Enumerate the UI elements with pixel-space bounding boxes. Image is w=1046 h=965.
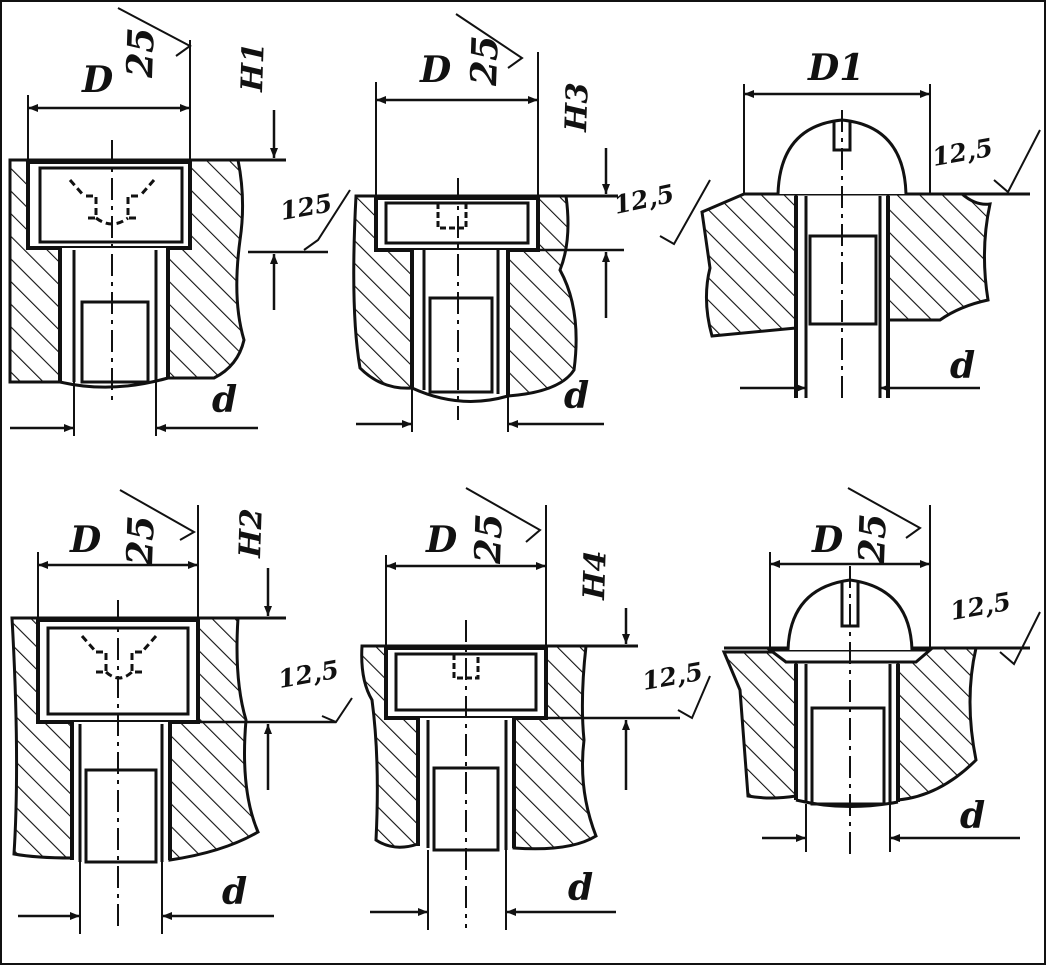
view-2: D 25 H3 12,5 d (352, 13, 711, 432)
bore-label: d (564, 375, 589, 417)
part-section-left (721, 650, 798, 800)
roughness-mark (999, 611, 1041, 666)
part-section-right (886, 192, 992, 322)
roughness-mark (455, 13, 524, 69)
part-section-right (168, 616, 260, 862)
diameter-label: D (811, 519, 843, 561)
part-section-right (506, 194, 578, 398)
roughness-label: 25 (851, 513, 895, 566)
part-section-left (700, 192, 798, 338)
seat-roughness-label: 12,5 (276, 655, 341, 694)
bore-label: d (568, 867, 593, 909)
counterbore (26, 160, 192, 250)
view-5: D 25 H4 12,5 d (360, 487, 711, 930)
seat-roughness-label: 12,5 (930, 133, 995, 172)
seat-roughness-label: 125 (278, 188, 334, 226)
roughness-mark (119, 489, 197, 541)
roughness-mark (847, 487, 922, 539)
roughness-label: 25 (463, 35, 507, 88)
diameter-label: D (69, 519, 101, 561)
roughness-mark (465, 487, 542, 543)
diameter-label: D1 (807, 47, 864, 89)
seat-roughness-label: 12,5 (640, 657, 705, 696)
roughness-label: 25 (119, 515, 163, 568)
seat-roughness-label: 12,5 (611, 179, 677, 220)
bore-label: d (960, 795, 985, 837)
screw-shank (84, 768, 158, 864)
roughness-label: 25 (119, 27, 163, 80)
height-label: H3 (559, 82, 596, 133)
screw-shank (80, 300, 150, 384)
bore-label: d (222, 871, 247, 913)
slot (436, 203, 468, 230)
bore-label: d (212, 379, 237, 421)
part-section-left (360, 644, 420, 849)
height-label: H2 (233, 508, 270, 559)
roughness-mark (659, 179, 711, 246)
diameter-label: D (425, 519, 457, 561)
part-section-right (166, 158, 246, 380)
diameter-label: D (419, 49, 451, 91)
view-6: D 25 12,5 d (721, 487, 1041, 858)
part-section-right (512, 644, 598, 851)
roughness-label: 25 (467, 513, 511, 566)
part-section-left (10, 616, 74, 860)
view-3: D1 12,5 d (700, 47, 1041, 400)
roughness-mark (303, 189, 351, 251)
screw-head (384, 201, 530, 245)
roughness-mark (677, 675, 711, 720)
height-label: H1 (235, 42, 272, 93)
bore-label: d (950, 345, 975, 387)
seat-roughness-label: 12,5 (948, 587, 1013, 626)
roughness-mark (993, 129, 1041, 194)
screw-shank (428, 296, 494, 394)
screw-shank (810, 706, 886, 806)
diameter-label: D (81, 59, 113, 101)
roughness-mark (117, 7, 192, 57)
view-4: D 25 H2 12,5 d (10, 489, 353, 934)
part-section-right (896, 646, 978, 802)
view-1: D 25 H1 125 d (8, 7, 351, 436)
height-label: H4 (577, 550, 614, 601)
roughness-mark (321, 697, 353, 724)
